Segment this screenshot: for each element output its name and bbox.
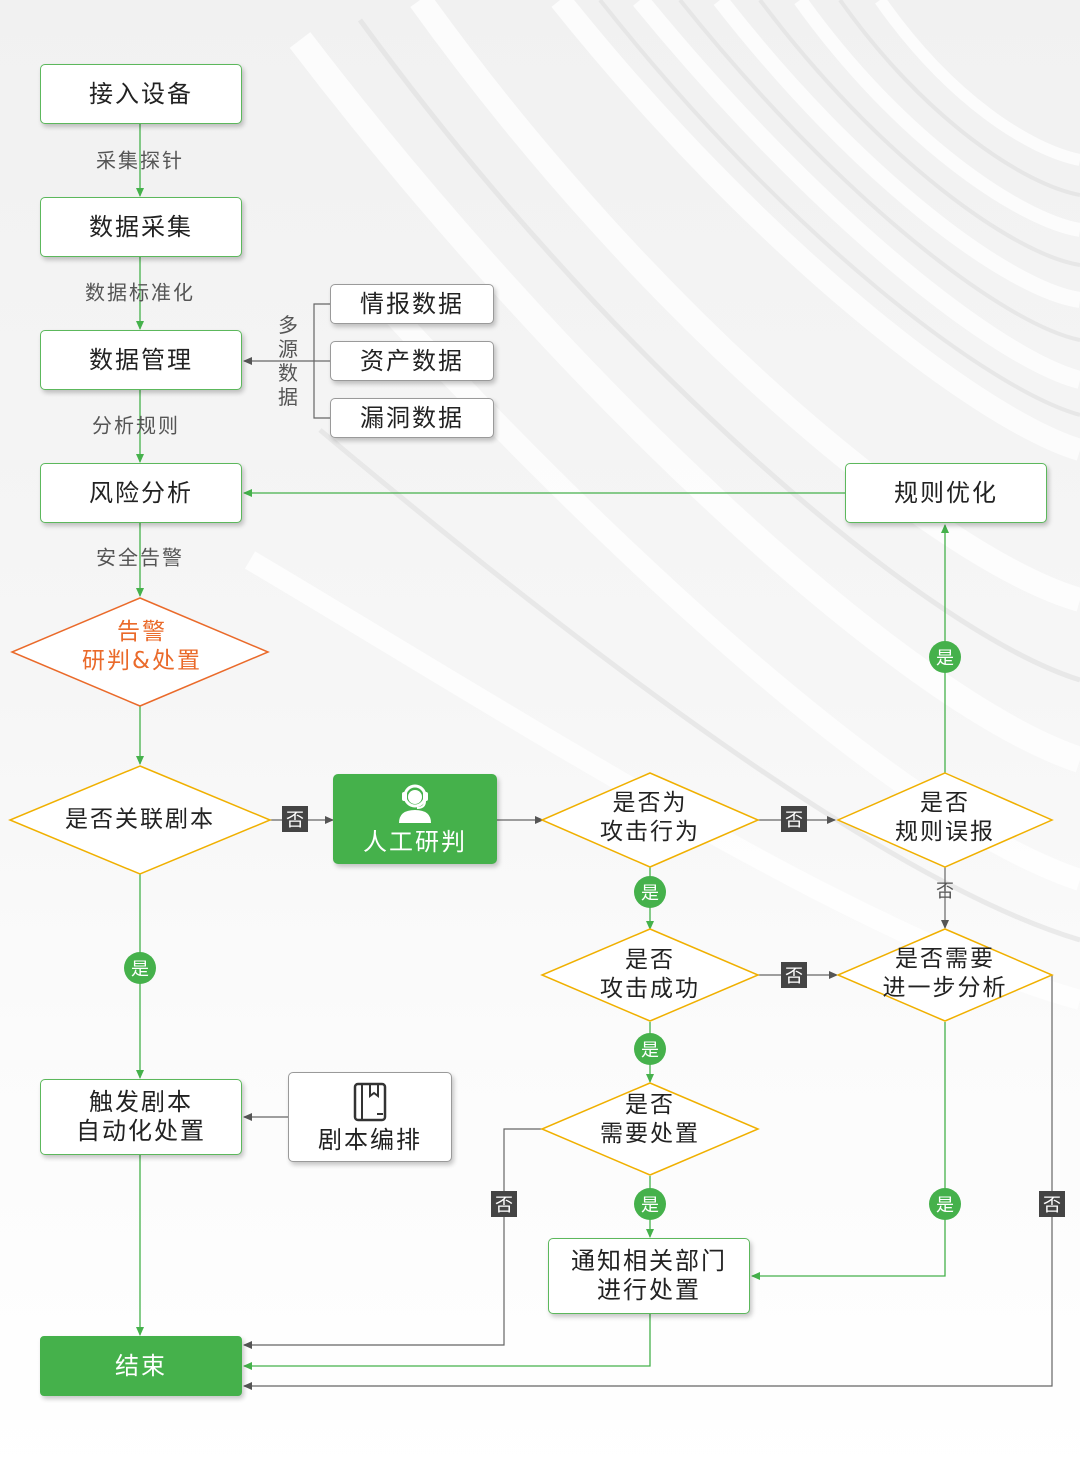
manual-review-label: 人工研判 <box>363 828 467 856</box>
label-security-alert: 安全告警 <box>96 545 184 570</box>
node-vuln-data: 漏洞数据 <box>330 398 494 438</box>
decision-need-disposal-shape <box>540 1082 760 1176</box>
label-analysis-rules: 分析规则 <box>92 413 180 438</box>
node-data-collection: 数据采集 <box>40 197 242 257</box>
decision-linked-playbook: 是否关联剧本 <box>65 806 215 833</box>
yes-badge-success: 是 <box>634 1033 666 1065</box>
decision-alert-review: 告警 研判&处置 <box>82 619 202 674</box>
yes-badge-linked: 是 <box>124 952 156 984</box>
decision-further-analysis-shape <box>836 928 1054 1022</box>
decision-rule-false-positive: 是否 规则误报 <box>895 790 995 845</box>
node-access-device: 接入设备 <box>40 64 242 124</box>
decision-alert-review-shape <box>10 597 270 707</box>
label-multi-source: 多 源 数 据 <box>278 313 298 409</box>
no-badge-success: 否 <box>781 962 807 988</box>
decision-need-disposal: 是否 需要处置 <box>600 1092 700 1147</box>
yes-badge-attack: 是 <box>634 876 666 908</box>
no-badge-attack: 否 <box>781 806 807 832</box>
node-intel-data: 情报数据 <box>330 284 494 324</box>
node-asset-data: 资产数据 <box>330 341 494 381</box>
node-notify-departments: 通知相关部门 进行处置 <box>548 1238 750 1314</box>
node-end: 结束 <box>40 1336 242 1396</box>
edge-further-analysis-yes <box>751 1022 946 1280</box>
yes-badge-further-analysis: 是 <box>929 1188 961 1220</box>
background-curves-shade <box>318 0 1080 943</box>
no-label-false-positive: 否 <box>936 881 954 902</box>
decision-further-analysis: 是否需要 进一步分析 <box>882 946 1008 1001</box>
no-badge-need-disposal: 否 <box>491 1191 517 1217</box>
decision-is-attack-shape <box>540 772 760 868</box>
edge-further-analysis-no <box>243 975 1053 1390</box>
label-probe: 采集探针 <box>96 148 184 173</box>
no-badge-linked: 否 <box>282 806 308 832</box>
yes-badge-false-positive: 是 <box>929 641 961 673</box>
decision-attack-success-shape <box>540 928 760 1022</box>
edge-notify-to-end <box>243 1314 651 1370</box>
edge-need-disposal-no <box>243 1128 545 1349</box>
label-standardize: 数据标准化 <box>85 280 195 305</box>
no-badge-further-analysis: 否 <box>1039 1191 1065 1217</box>
playbook-orchestration-label: 剧本编排 <box>318 1126 422 1154</box>
node-data-management: 数据管理 <box>40 330 242 390</box>
decision-is-attack: 是否为 攻击行为 <box>600 790 700 845</box>
decision-attack-success: 是否 攻击成功 <box>600 947 700 1002</box>
decision-linked-playbook-shape <box>8 765 272 875</box>
node-rule-optimization: 规则优化 <box>845 463 1047 523</box>
headset-user-icon <box>399 784 431 823</box>
node-risk-analysis: 风险分析 <box>40 463 242 523</box>
decision-false-positive-shape <box>836 772 1054 868</box>
node-trigger-playbook: 触发剧本 自动化处置 <box>40 1079 242 1155</box>
book-icon <box>353 1082 387 1122</box>
yes-badge-need-disposal: 是 <box>634 1188 666 1220</box>
